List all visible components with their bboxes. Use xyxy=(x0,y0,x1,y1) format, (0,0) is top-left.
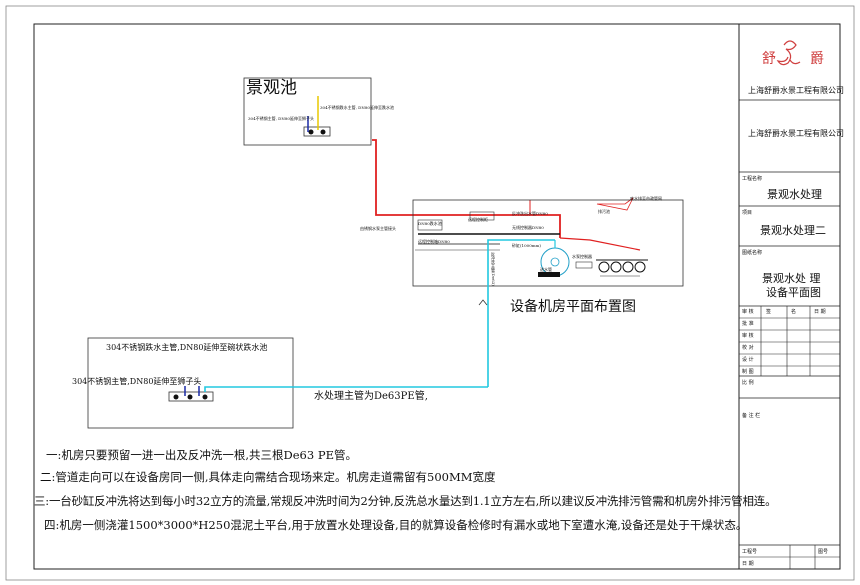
signature-cell: 审 核 xyxy=(742,309,754,315)
inner-frame xyxy=(33,23,841,570)
room-label-7: 砂缸(1000mm) xyxy=(512,243,541,248)
fountain-label-top: 304不锈钢跌水主管,DN80延伸至碗状跌水池 xyxy=(106,343,268,352)
note-3: 三:一台砂缸反冲洗将达到每小时32立方的流量,常规反冲洗时间为2分钟,反洗总水量… xyxy=(34,494,777,508)
drawing-no-label: 图号 xyxy=(818,549,829,555)
logo-text-left: 舒 xyxy=(762,51,776,67)
room-label-8: 水泵控制器 xyxy=(572,254,592,259)
room-label-4: 远程控制柜 xyxy=(468,217,488,222)
signature-cell: 设 计 xyxy=(742,357,754,363)
signature-cell: 制 图 xyxy=(742,369,754,375)
room-label-10: 排污池 xyxy=(598,209,610,214)
note-2: 二:管道走向可以在设备房同一侧,具体走向需结合现场来定。机房走道需留有500MM… xyxy=(40,470,496,484)
red-main-pipe xyxy=(372,139,561,238)
signature-cell: 审 核 xyxy=(742,333,754,339)
logo-text-right: 爵 xyxy=(810,51,824,67)
company-name-second: 上海舒爵水景工程有限公司 xyxy=(748,129,844,138)
item-name: 景观水处理二 xyxy=(760,224,826,237)
notes-label: 备 注 栏 xyxy=(742,413,761,419)
room-label-12: 进水管 xyxy=(540,267,552,272)
project-name: 景观水处理 xyxy=(767,188,822,201)
room-label-2: 反冲洗出水管DN80 xyxy=(512,211,548,216)
company-logo-icon xyxy=(776,40,801,66)
drawing-name-line1: 景观水处 理 xyxy=(762,272,821,285)
outer-frame xyxy=(5,5,855,581)
fountain-pipe-fitting xyxy=(168,391,214,402)
pond-label-a: 304不锈钢主管, DN80延伸至狮子头 xyxy=(248,116,314,121)
date-label: 日 期 xyxy=(742,561,754,567)
room-label-5: 远程控制箱DN80 xyxy=(418,239,450,244)
signature-cell: 名 xyxy=(791,309,797,315)
room-label-6: 无线控制器DN80 xyxy=(512,225,544,230)
note-1: 一:机房只要预留一进一出及反冲洗一根,共三根De63 PE管。 xyxy=(46,448,357,462)
pond-label-b: 304不锈钢跌水主管, DN80延伸至跌水池 xyxy=(320,105,394,110)
drawing-name-label: 图纸名称 xyxy=(742,250,763,256)
room-label-11: 反冲洗主管(De63) xyxy=(491,252,496,286)
pond-title: 景观池 xyxy=(246,78,297,98)
drawing-name-line2: 设备平面图 xyxy=(766,286,821,299)
company-name-top: 上海舒爵水景工程有限公司 xyxy=(748,86,844,95)
pipe-label: 水处理主管为De63PE管, xyxy=(314,391,428,402)
signature-cell: 批 准 xyxy=(742,321,754,327)
item-label: 项目 xyxy=(742,210,753,216)
signature-cell: 签 xyxy=(766,309,772,315)
project-name-label: 工程名称 xyxy=(742,176,763,182)
pump-group-icon xyxy=(596,259,648,273)
room-title: 设备机房平面布置图 xyxy=(510,299,636,315)
cyan-room-pipe xyxy=(487,239,555,387)
signature-cell: 日 期 xyxy=(814,309,826,315)
note-4: 四:机房一侧浇灌1500*3000*H250混泥土平台,用于放置水处理设备,目的… xyxy=(44,518,748,532)
fountain-box xyxy=(87,337,294,429)
equipment-room-box xyxy=(412,199,684,287)
pond-pipe-fitting xyxy=(303,126,331,137)
cyan-main-pipe xyxy=(204,386,488,392)
project-no-label: 工程号 xyxy=(742,549,758,555)
pond-box xyxy=(243,77,372,146)
room-label-1: DN80跌水池 xyxy=(418,221,442,226)
signature-cell: 校 对 xyxy=(742,345,754,351)
room-label-3: 由锈钢水泵主管接头 xyxy=(360,226,396,231)
fountain-label-bottom: 304不锈钢主管,DN80延伸至狮子头 xyxy=(72,377,202,386)
room-label-9: 废水排至市政管网 xyxy=(630,196,662,201)
scale-label: 比 例 xyxy=(742,380,754,386)
